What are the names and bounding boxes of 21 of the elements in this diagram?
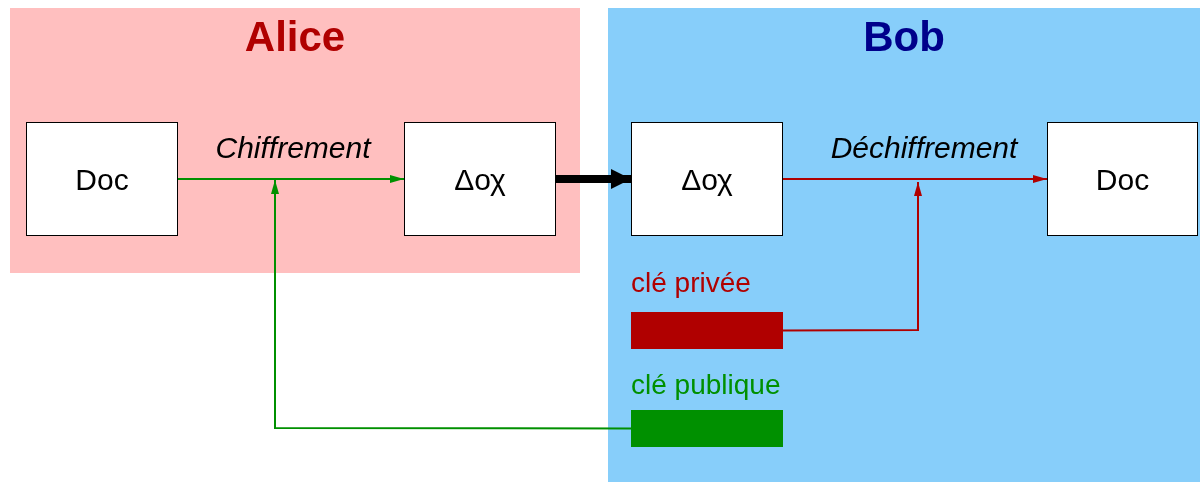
arrow xyxy=(556,169,631,189)
arrow xyxy=(177,175,405,183)
key-label: clé privée xyxy=(631,266,752,300)
arrow xyxy=(271,179,632,430)
group-panel xyxy=(608,8,1200,482)
box-text: Doc xyxy=(1095,161,1150,198)
document-box xyxy=(404,122,556,236)
edge-label: Chiffrement xyxy=(215,130,371,166)
panel-title: Bob xyxy=(862,12,946,62)
group-panel xyxy=(10,8,580,273)
box-text: Δοχ xyxy=(454,161,506,198)
key-label: clé publique xyxy=(631,368,782,402)
arrow xyxy=(782,175,1048,183)
panel-title: Alice xyxy=(243,12,347,62)
document-box xyxy=(631,122,783,236)
arrow xyxy=(782,181,922,332)
edge-label: Déchiffrement xyxy=(830,130,1018,166)
document-box xyxy=(26,122,178,236)
box-text: Doc xyxy=(75,161,129,198)
box-text: Δοχ xyxy=(681,161,733,198)
document-box xyxy=(1047,122,1198,236)
